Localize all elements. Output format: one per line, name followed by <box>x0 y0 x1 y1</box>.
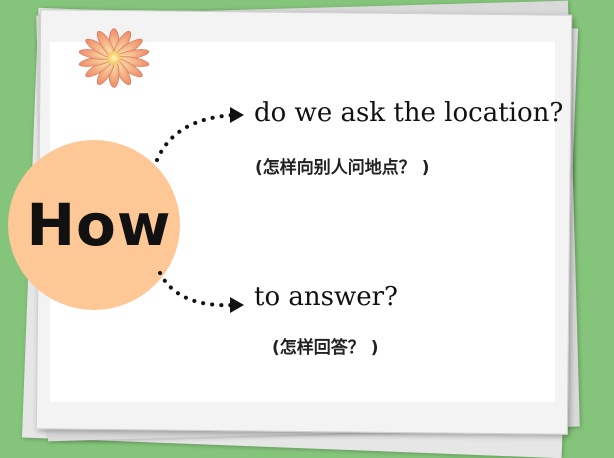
flower-icon <box>78 28 150 88</box>
lower-arrow-head <box>230 297 244 313</box>
question-location: do we ask the location? <box>254 98 564 128</box>
lower-arrow-path <box>158 271 237 308</box>
center-word: How <box>26 191 172 259</box>
translation-answer: (怎样回答？ ) <box>272 338 379 358</box>
upper-arrow-head <box>230 107 244 123</box>
upper-arrow-path <box>155 113 237 162</box>
question-answer: to answer? <box>254 282 398 312</box>
translation-location: (怎样向别人问地点？ ) <box>255 158 430 178</box>
how-circle: How <box>8 140 180 310</box>
